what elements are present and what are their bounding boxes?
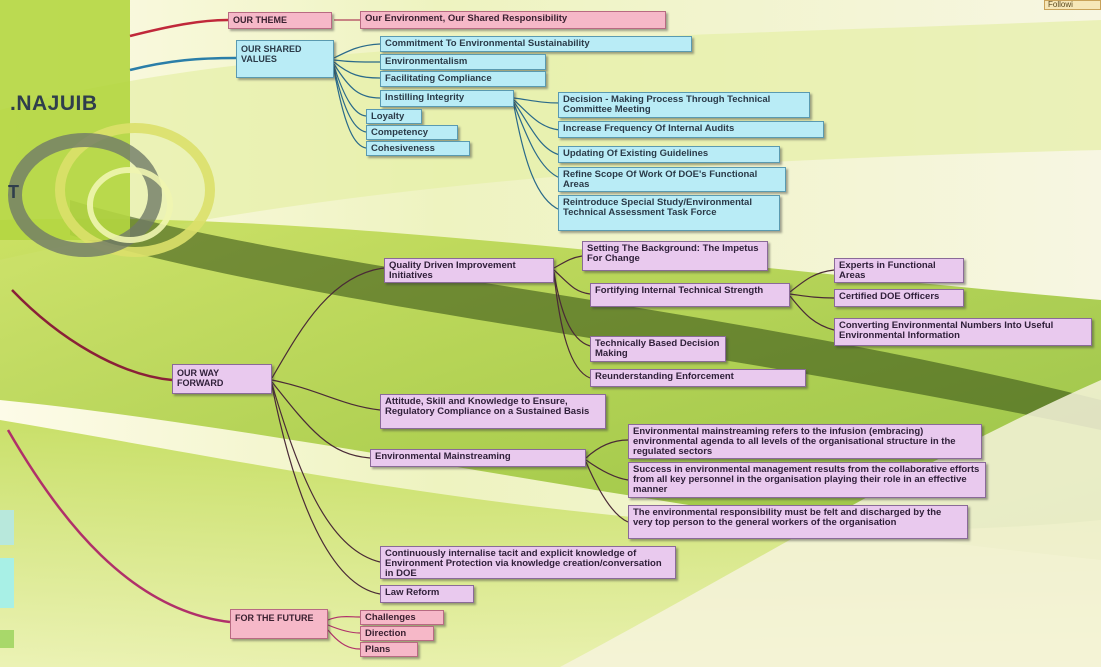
mainstreaming-item-responsibility[interactable]: The environmental responsibility must be…: [628, 505, 968, 539]
forward-node[interactable]: OUR WAY FORWARD: [172, 364, 272, 394]
value-item-integrity[interactable]: Instilling Integrity: [380, 90, 514, 107]
quality-item-background[interactable]: Setting The Background: The Impetus For …: [582, 241, 768, 271]
value-item-compliance[interactable]: Facilitating Compliance: [380, 71, 546, 87]
integrity-item-decision[interactable]: Decision - Making Process Through Techni…: [558, 92, 810, 118]
theme-value-node[interactable]: Our Environment, Our Shared Responsibili…: [360, 11, 666, 29]
integrity-item-scope[interactable]: Refine Scope Of Work Of DOE's Functional…: [558, 167, 786, 192]
future-item-direction[interactable]: Direction: [360, 626, 434, 641]
quality-item-decision[interactable]: Technically Based Decision Making: [590, 336, 726, 362]
mainstreaming-node[interactable]: Environmental Mainstreaming: [370, 449, 586, 467]
corner-label: Followi: [1044, 0, 1101, 10]
future-node[interactable]: FOR THE FUTURE: [230, 609, 328, 639]
quality-item-enforcement[interactable]: Reunderstanding Enforcement: [590, 369, 806, 387]
value-item-loyalty[interactable]: Loyalty: [366, 109, 422, 124]
mainstreaming-item-infusion[interactable]: Environmental mainstreaming refers to th…: [628, 424, 982, 459]
knowledge-node[interactable]: Continuously internalise tacit and expli…: [380, 546, 676, 579]
value-item-cohesiveness[interactable]: Cohesiveness: [366, 141, 470, 156]
strength-item-certified[interactable]: Certified DOE Officers: [834, 289, 964, 307]
integrity-item-audits[interactable]: Increase Frequency Of Internal Audits: [558, 121, 824, 138]
values-node[interactable]: OUR SHARED VALUES: [236, 40, 334, 78]
law-reform-node[interactable]: Law Reform: [380, 585, 474, 603]
quality-node[interactable]: Quality Driven Improvement Initiatives: [384, 258, 554, 283]
value-item-commitment[interactable]: Commitment To Environmental Sustainabili…: [380, 36, 692, 52]
value-item-environmentalism[interactable]: Environmentalism: [380, 54, 546, 70]
future-item-plans[interactable]: Plans: [360, 642, 418, 657]
center-title: .NAJUIB: [10, 92, 98, 115]
mainstreaming-item-success[interactable]: Success in environmental management resu…: [628, 462, 986, 498]
strength-item-experts[interactable]: Experts in Functional Areas: [834, 258, 964, 283]
theme-node[interactable]: OUR THEME: [228, 12, 332, 29]
integrity-item-taskforce[interactable]: Reintroduce Special Study/Environmental …: [558, 195, 780, 231]
value-item-competency[interactable]: Competency: [366, 125, 458, 140]
quality-item-strength[interactable]: Fortifying Internal Technical Strength: [590, 283, 790, 307]
future-item-challenges[interactable]: Challenges: [360, 610, 444, 625]
center-letter: T: [8, 182, 19, 202]
strength-item-converting[interactable]: Converting Environmental Numbers Into Us…: [834, 318, 1092, 346]
integrity-item-guidelines[interactable]: Updating Of Existing Guidelines: [558, 146, 780, 163]
attitude-node[interactable]: Attitude, Skill and Knowledge to Ensure,…: [380, 394, 606, 429]
